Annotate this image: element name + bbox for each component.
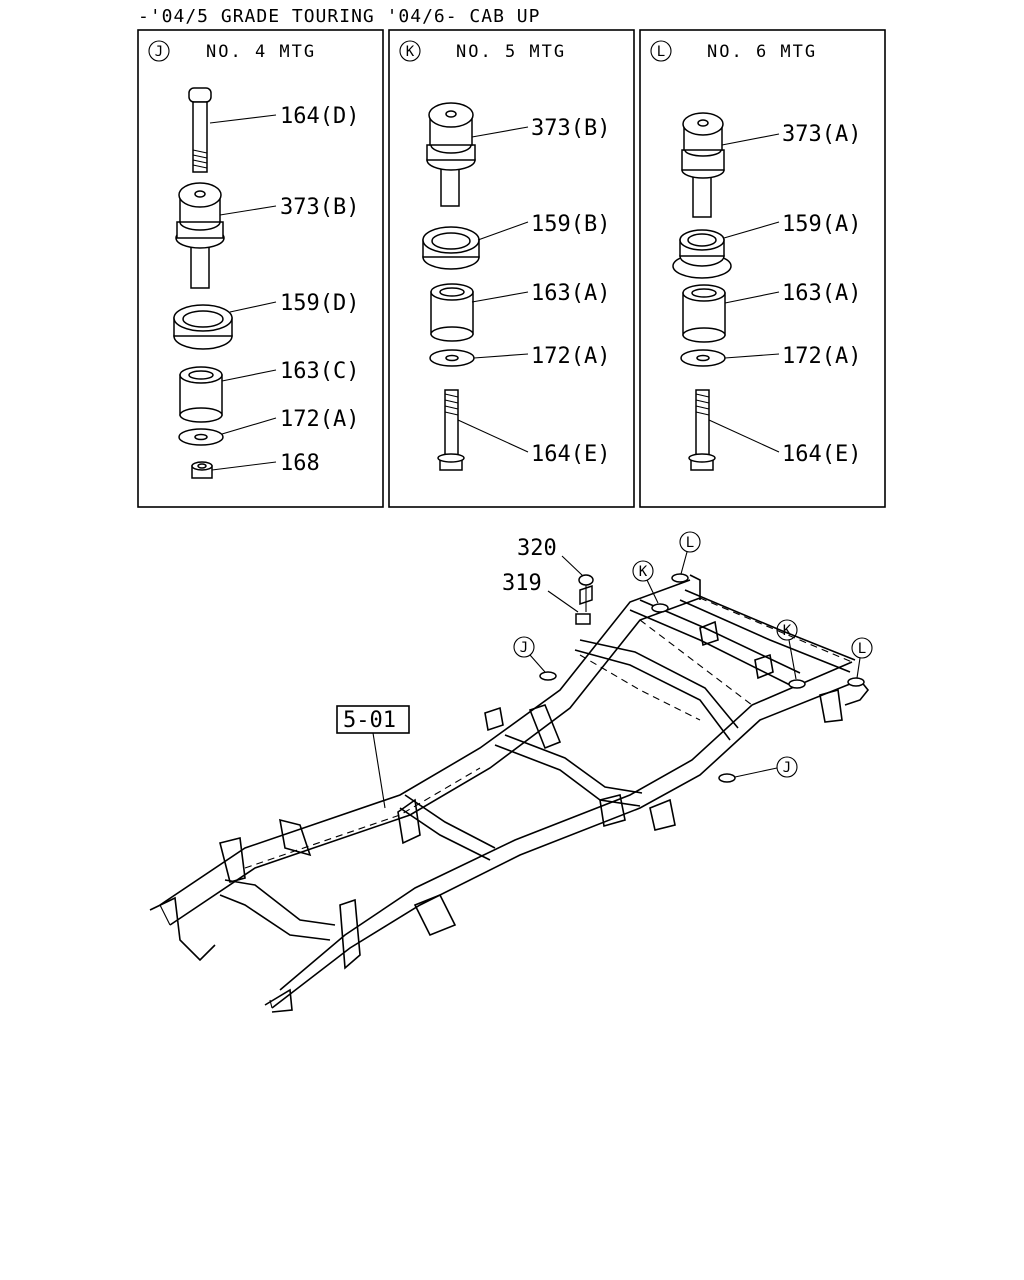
cup-159a-drawing <box>672 229 732 279</box>
collar-163a-drawing <box>682 284 726 343</box>
marker-l-letter: L <box>686 535 694 551</box>
label-163a: 163(A) <box>531 281 610 306</box>
marker-j-letter: J <box>520 640 528 656</box>
label-373a: 373(A) <box>782 122 861 147</box>
frame-marker-l-upper: L <box>679 531 701 575</box>
chassis-frame-drawing <box>149 573 870 1013</box>
ref-box-label: 5-01 <box>343 708 396 733</box>
bushing-373a-drawing <box>681 112 725 218</box>
frame-marker-j-left: J <box>513 636 546 673</box>
frame-marker-k-upper: K <box>632 560 659 604</box>
label-373b: 373(B) <box>531 116 610 141</box>
label-159a: 159(A) <box>782 212 861 237</box>
label-168: 168 <box>280 451 320 476</box>
cup-159b-drawing <box>422 226 480 270</box>
callout-319: 319 <box>502 571 542 596</box>
bushing-373b-drawing <box>426 102 476 207</box>
frame-marker-j-right: J <box>734 756 798 778</box>
panel-k-key-marker <box>399 40 421 62</box>
panel-j-no4-mtg: J NO. 4 MTG <box>137 29 384 508</box>
panel-l-title: NO. 6 MTG <box>707 42 817 62</box>
label-159d: 159(D) <box>280 291 359 316</box>
label-164d: 164(D) <box>280 104 359 129</box>
panel-j-key-letter: J <box>155 44 163 60</box>
panel-l-key-marker <box>650 40 672 62</box>
cup-159d-drawing <box>173 304 233 350</box>
washer-172a-drawing <box>680 349 726 367</box>
label-164e: 164(E) <box>531 442 610 467</box>
frame-marker-k-lower: K <box>776 619 798 680</box>
bushing-373b-drawing <box>175 182 225 289</box>
label-172a: 172(A) <box>782 344 861 369</box>
nut-168-drawing <box>191 461 213 479</box>
panel-l-border <box>639 29 886 508</box>
washer-172a-drawing <box>178 428 224 446</box>
panel-j-key-marker <box>148 40 170 62</box>
frame-marker-l-lower: L <box>851 637 873 679</box>
label-163c: 163(C) <box>280 359 359 384</box>
collar-163c-drawing <box>179 366 223 423</box>
panel-k-key-letter: K <box>406 44 415 60</box>
label-164e: 164(E) <box>782 442 861 467</box>
bolt-164e-drawing <box>437 389 465 471</box>
panel-j-title: NO. 4 MTG <box>206 42 316 62</box>
collar-163a-drawing <box>430 283 474 342</box>
panel-k-no5-mtg: K NO. 5 MTG <box>388 29 635 508</box>
label-373b: 373(B) <box>280 195 359 220</box>
bolt-164d-drawing <box>188 87 212 173</box>
panel-k-title: NO. 5 MTG <box>456 42 566 62</box>
panel-l-no6-mtg: L NO. 6 MTG <box>639 29 886 508</box>
marker-k-letter: K <box>639 564 648 580</box>
panel-j-border <box>137 29 384 508</box>
label-159b: 159(B) <box>531 212 610 237</box>
washer-172a-drawing <box>429 349 475 367</box>
callout-320: 320 <box>517 536 557 561</box>
panel-l-key-letter: L <box>657 44 665 60</box>
bolt-164e-drawing <box>688 389 716 471</box>
marker-j-letter: J <box>783 760 791 776</box>
marker-k-letter: K <box>783 623 792 639</box>
label-172a: 172(A) <box>280 407 359 432</box>
diagram-header-title: -'04/5 GRADE TOURING '04/6- CAB UP <box>138 6 540 27</box>
marker-l-letter: L <box>858 641 866 657</box>
label-172a: 172(A) <box>531 344 610 369</box>
panel-k-border <box>388 29 635 508</box>
label-163a: 163(A) <box>782 281 861 306</box>
